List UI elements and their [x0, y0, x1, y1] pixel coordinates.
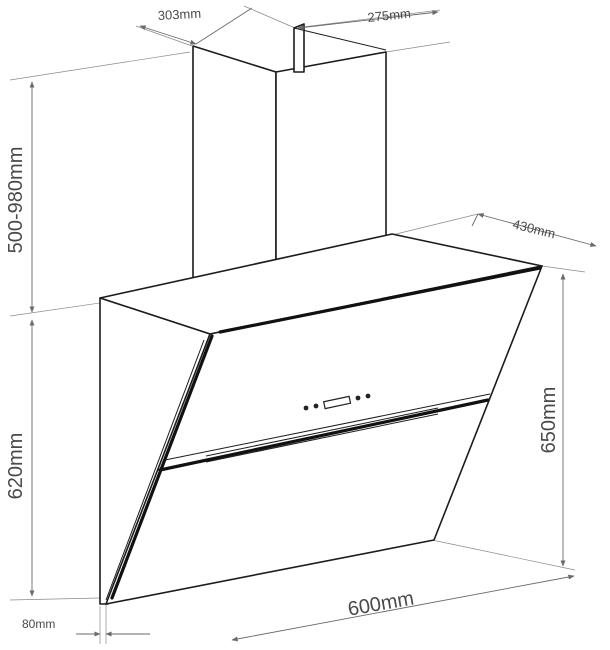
dim-chimney-height: 500-980mm [5, 147, 27, 254]
dim-bottom-depth: 80mm [22, 617, 55, 631]
dim-top-depth: 430mm [511, 216, 557, 241]
dimension-lines [29, 7, 597, 642]
control-panel [303, 393, 371, 411]
dim-chimney-depth: 275mm [367, 6, 412, 25]
dim-body-height-front: 650mm [538, 387, 560, 454]
chimney [192, 23, 387, 303]
hood-body [99, 233, 543, 605]
dim-chimney-width: 303mm [157, 6, 201, 23]
dim-body-height-back: 620mm [5, 433, 27, 500]
dim-width: 600mm [346, 587, 416, 620]
